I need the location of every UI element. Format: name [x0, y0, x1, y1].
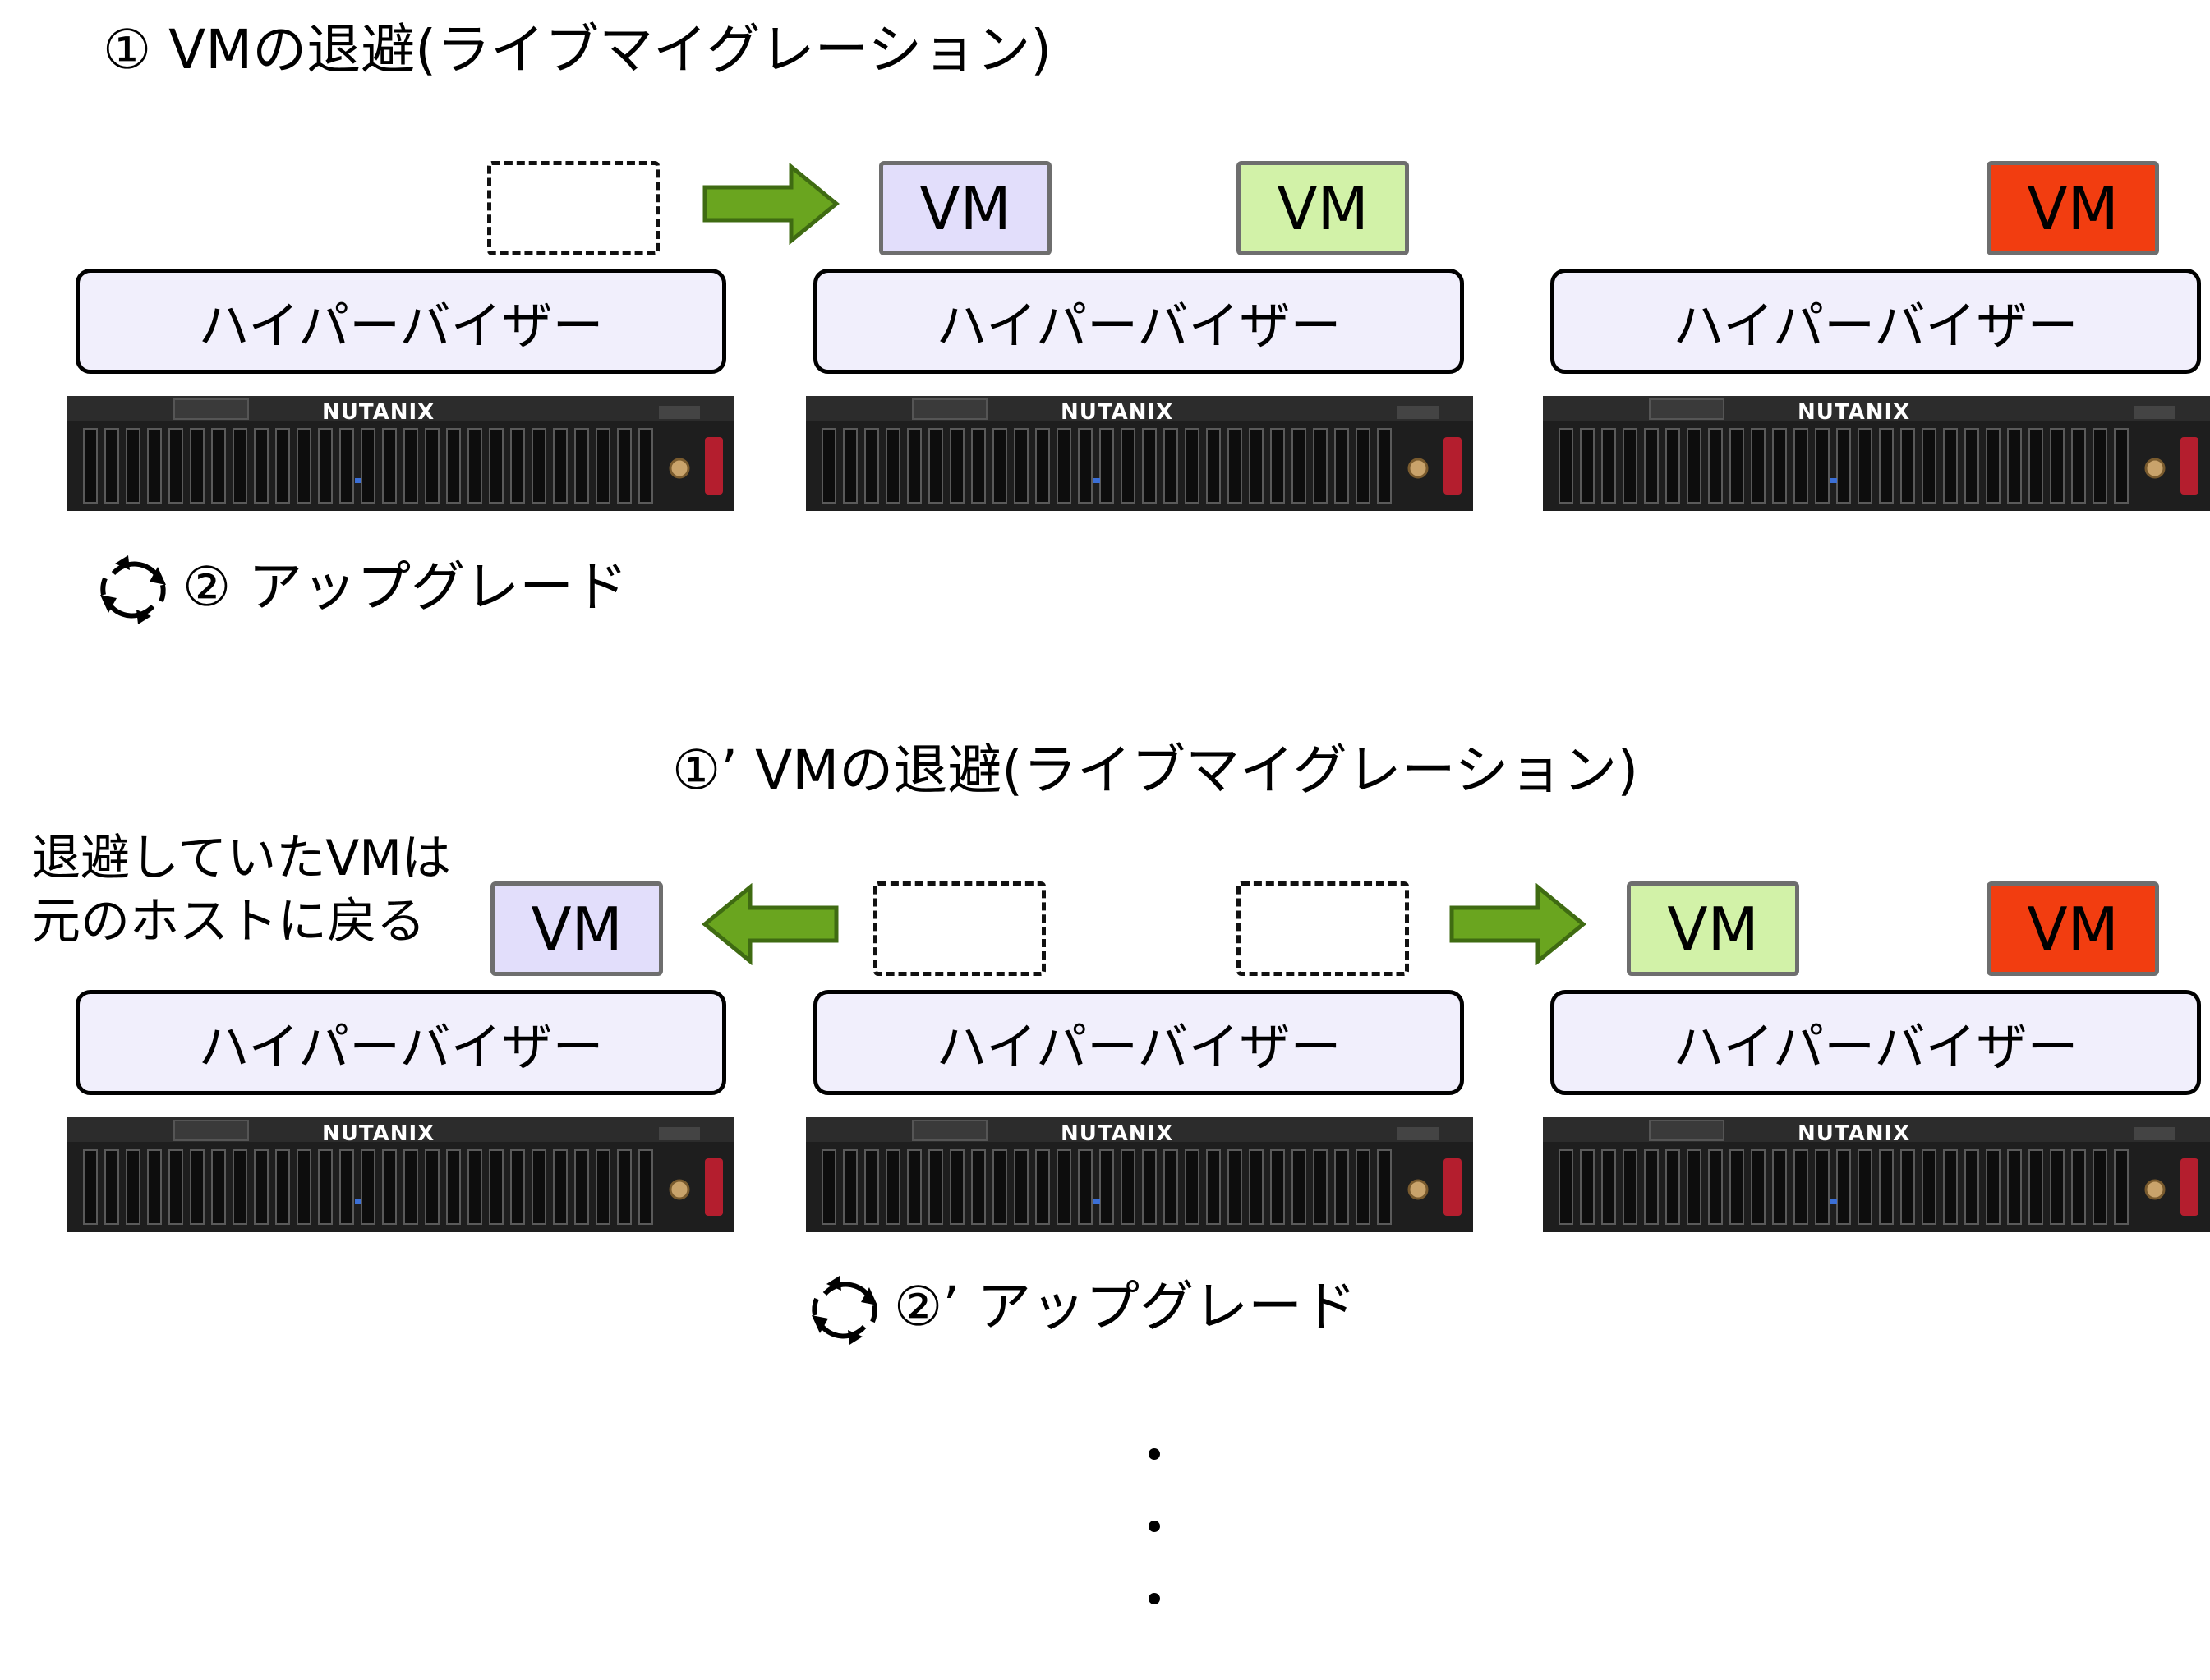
row2-ghost-vm-slot-1 — [873, 881, 1046, 976]
row2-hypervisor-1: ハイパーバイザー — [76, 990, 726, 1095]
refresh-cycle-icon — [803, 1269, 886, 1351]
row1-ghost-vm-slot — [487, 161, 660, 255]
row2-hypervisor-2: ハイパーバイザー — [813, 990, 1464, 1095]
row2-vm-purple: VM — [490, 881, 663, 976]
arrow-right-icon — [702, 163, 840, 245]
ellipsis-dot-2 — [1149, 1521, 1160, 1532]
server-brand-label: NUTANIX — [1061, 400, 1174, 425]
ellipsis-dot-1 — [1149, 1448, 1160, 1460]
row2-title: ①’ VMの退避(ライブマイグレーション) — [672, 739, 1639, 802]
arrow-right-icon — [1449, 883, 1586, 965]
server-brand-label: NUTANIX — [322, 400, 435, 425]
row1-server-1: NUTANIX — [67, 396, 734, 511]
row1-caption: ② アップグレード — [182, 555, 628, 619]
server-brand-label: NUTANIX — [322, 1121, 435, 1146]
server-brand-label: NUTANIX — [1798, 1121, 1911, 1146]
row1-server-3: NUTANIX — [1543, 396, 2210, 511]
row2-hypervisor-3: ハイパーバイザー — [1550, 990, 2201, 1095]
row2-vm-green: VM — [1627, 881, 1799, 976]
row2-ghost-vm-slot-2 — [1236, 881, 1409, 976]
row2-note: 退避していたVMは 元のホストに戻る — [31, 827, 451, 954]
row2-server-2: NUTANIX — [806, 1117, 1473, 1232]
server-brand-label: NUTANIX — [1798, 400, 1911, 425]
refresh-cycle-icon — [92, 549, 174, 631]
row2-note-line1: 退避していたVMは — [31, 830, 452, 887]
row1-hypervisor-2: ハイパーバイザー — [813, 269, 1464, 374]
row1-title: ① VMの退避(ライブマイグレーション) — [103, 18, 1052, 81]
server-brand-label: NUTANIX — [1061, 1121, 1174, 1146]
row2-caption: ②’ アップグレード — [894, 1275, 1357, 1338]
row1-vm-green: VM — [1236, 161, 1409, 255]
row1-vm-purple: VM — [879, 161, 1052, 255]
row1-hypervisor-1: ハイパーバイザー — [76, 269, 726, 374]
ellipsis-dot-3 — [1149, 1593, 1160, 1604]
row1-vm-red: VM — [1987, 161, 2159, 255]
row2-vm-red: VM — [1987, 881, 2159, 976]
row2-server-3: NUTANIX — [1543, 1117, 2210, 1232]
row1-hypervisor-3: ハイパーバイザー — [1550, 269, 2201, 374]
row2-note-line2: 元のホストに戻る — [31, 892, 426, 950]
arrow-left-icon — [702, 883, 839, 965]
row2-server-1: NUTANIX — [67, 1117, 734, 1232]
row1-server-2: NUTANIX — [806, 396, 1473, 511]
